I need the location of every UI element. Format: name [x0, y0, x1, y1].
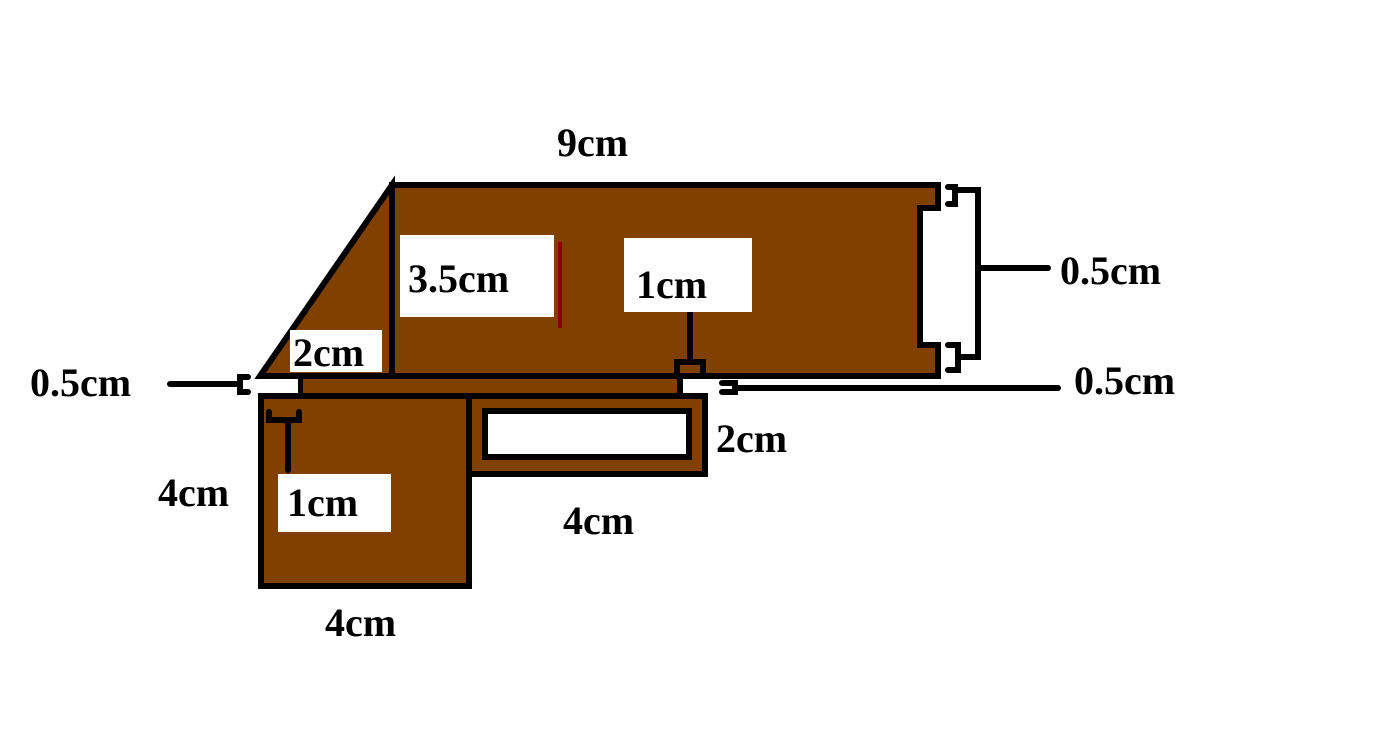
label-barrel-height: 3.5cm [408, 256, 509, 301]
magazine-cutout [482, 408, 692, 460]
right-lower-dimension [719, 380, 1061, 395]
label-bg-triangle-base [290, 330, 382, 372]
left-gap [262, 379, 298, 395]
grip-inner-dimension [266, 409, 302, 473]
label-triangle-base: 2cm [293, 330, 364, 375]
label-right-bracket: 0.5cm [1060, 248, 1161, 293]
barrel-inner-dimension [674, 309, 706, 375]
label-right-lower: 0.5cm [1074, 358, 1175, 403]
label-magazine-height: 2cm [716, 416, 787, 461]
left-gap-dimension [167, 374, 251, 395]
label-grip-width: 4cm [325, 600, 396, 645]
label-bg-barrel-height [400, 235, 554, 317]
label-bg-barrel-inner [624, 238, 752, 312]
label-barrel-inner: 1cm [636, 262, 707, 307]
label-magazine-width: 4cm [563, 498, 634, 543]
label-grip-inner: 1cm [287, 480, 358, 525]
label-left-gap: 0.5cm [30, 360, 131, 405]
right-bracket-dimension [945, 184, 1051, 373]
label-bg-grip-inner [278, 474, 391, 532]
label-grip-height: 4cm [158, 470, 229, 515]
label-top-length: 9cm [557, 120, 628, 165]
